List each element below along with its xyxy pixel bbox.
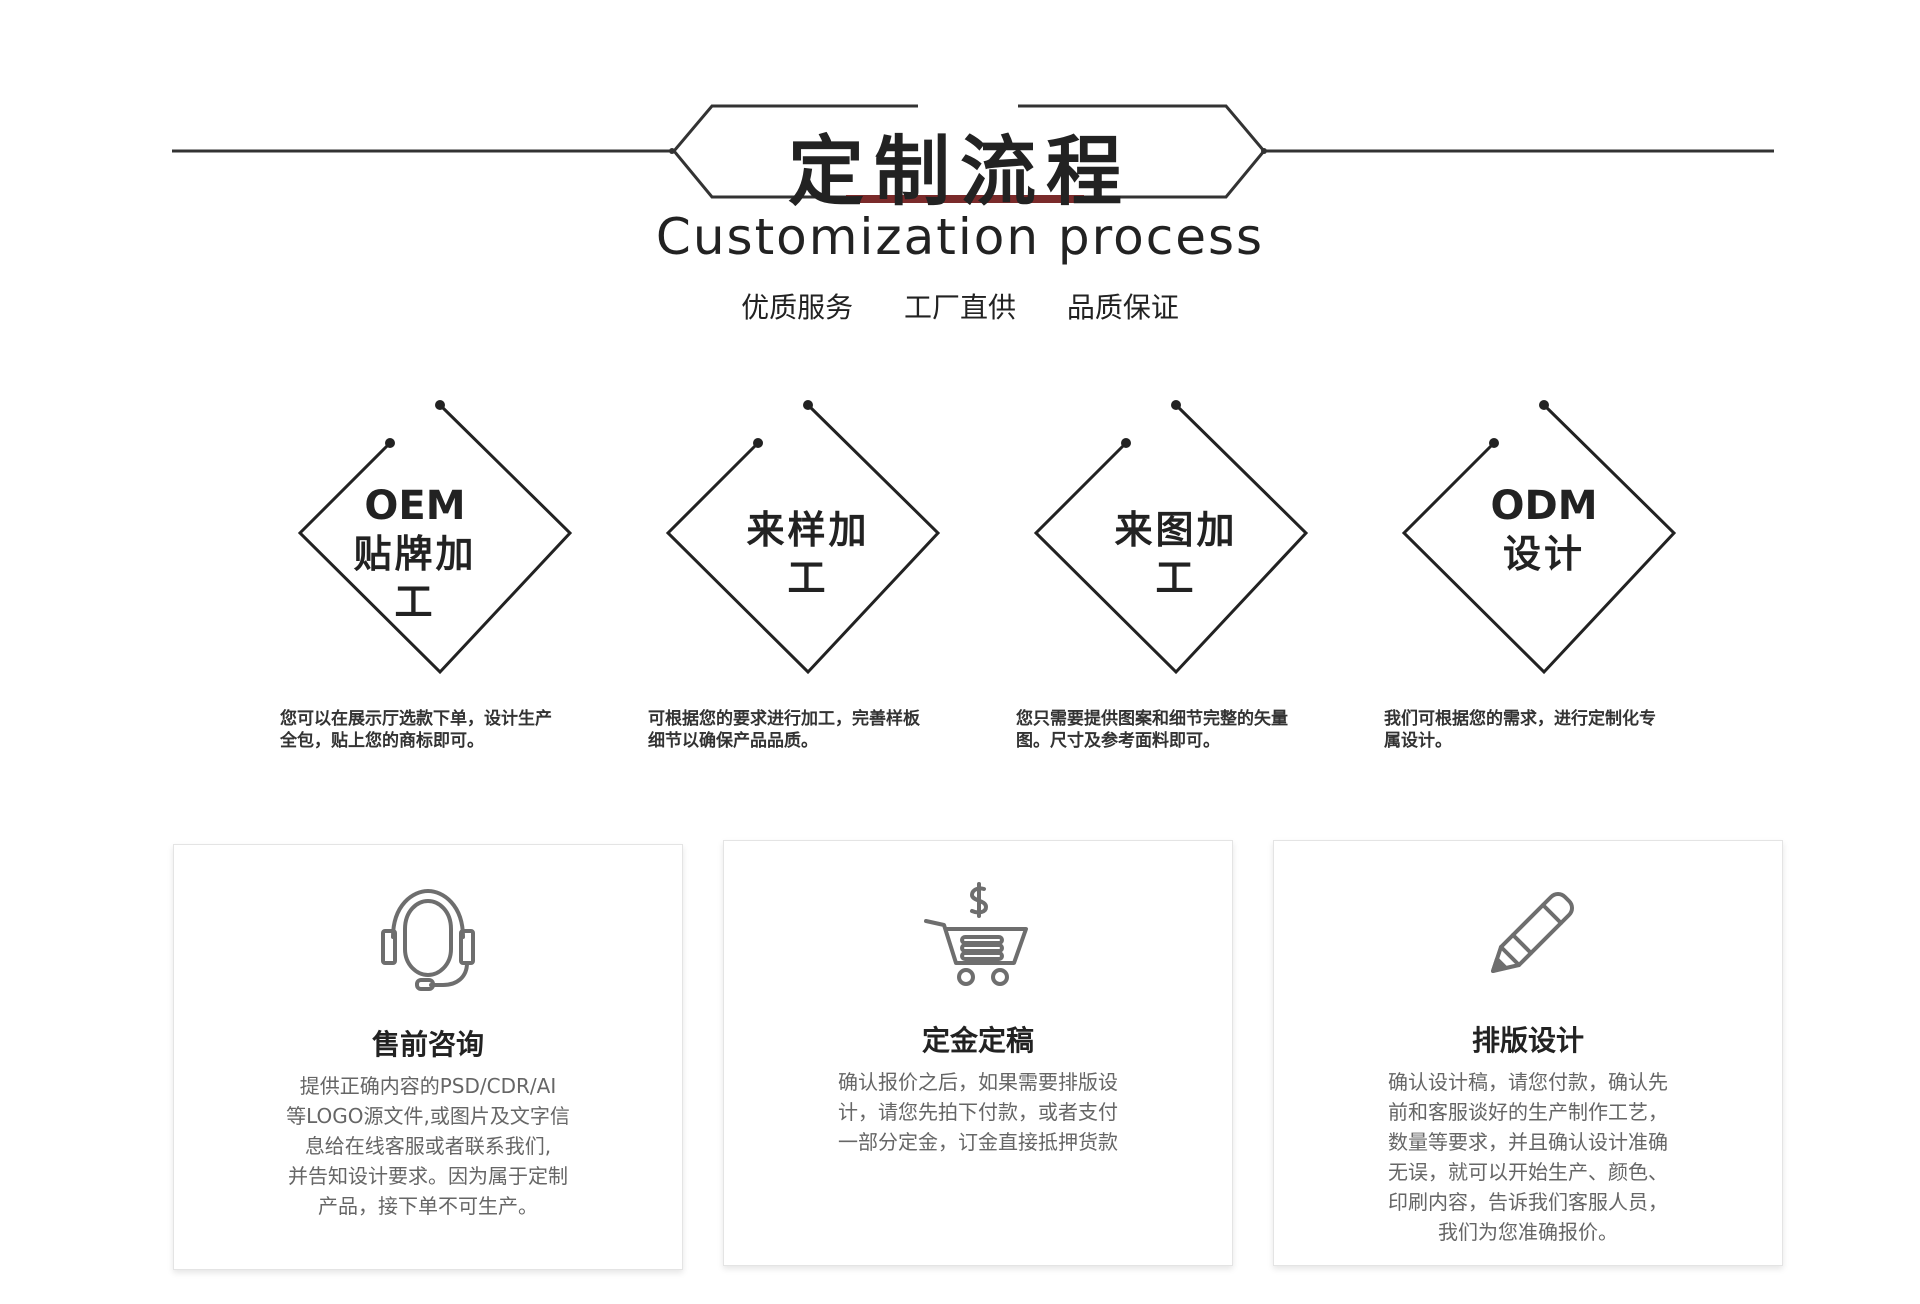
- step-title: 来图加工: [1101, 506, 1251, 602]
- step-sample-processing: 来样加工 可根据您的要求进行加工，完善样板 细节以确保产品品质。: [648, 390, 1028, 840]
- diamond-frame: [665, 400, 941, 675]
- tagline-item-service: 优质服务: [741, 291, 854, 324]
- page-subtitle: Customization process: [655, 208, 1265, 266]
- card-description: 提供正确内容的PSD/CDR/AI 等LOGO源文件,或图片及文字信 息给在线客…: [286, 1074, 570, 1218]
- diamond-frame: [297, 400, 573, 675]
- step-title-line1: OEM: [364, 483, 466, 529]
- step-title-line1: ODM: [1490, 483, 1598, 529]
- tagline-item-quality: 品质保证: [1066, 291, 1179, 324]
- step-title-line2: 贴牌加工: [353, 532, 477, 624]
- card-presale-consulting: 售前咨询 提供正确内容的PSD/CDR/AI 等LOGO源文件,或图片及文字信 …: [173, 844, 683, 1270]
- step-title-line2: 来样加工: [746, 508, 870, 600]
- diamond-frame: [1033, 400, 1309, 675]
- card-title: 定金定稿: [921, 1024, 1034, 1057]
- card-title: 售前咨询: [371, 1028, 484, 1061]
- step-title-line2: 设计: [1502, 532, 1585, 576]
- step-title: OEM 贴牌加工: [340, 482, 490, 626]
- card-deposit-finalize: 定金定稿 确认报价之后，如果需要排版设 计，请您先拍下付款，或者支付 一部分定金…: [723, 840, 1233, 1266]
- page-title: 定制流程: [788, 127, 1132, 216]
- step-oem: OEM 贴牌加工 您可以在展示厅选款下单，设计生产 全包，贴上您的商标即可。: [280, 390, 660, 840]
- step-description: 我们可根据您的需求，进行定制化专 属设计。: [1384, 709, 1656, 751]
- step-title: 来样加工: [733, 506, 883, 602]
- shopping-cart-dollar-icon: [724, 881, 1232, 1011]
- step-description: 您只需要提供图案和细节完整的矢量 图。尺寸及参考面料即可。: [1016, 709, 1288, 751]
- card-description: 确认设计稿，请您付款，确认先 前和客服谈好的生产制作工艺， 数量等要求，并且确认…: [1388, 1070, 1668, 1244]
- step-odm: ODM 设计 我们可根据您的需求，进行定制化专 属设计。: [1384, 390, 1764, 840]
- card-title: 排版设计: [1471, 1024, 1584, 1057]
- step-description: 可根据您的要求进行加工，完善样板 细节以确保产品品质。: [648, 709, 920, 751]
- card-layout-design: 排版设计 确认设计稿，请您付款，确认先 前和客服谈好的生产制作工艺， 数量等要求…: [1273, 840, 1783, 1266]
- headset-icon: [174, 885, 682, 1015]
- tagline-item-factory: 工厂直供: [903, 291, 1016, 324]
- step-drawing-processing: 来图加工 您只需要提供图案和细节完整的矢量 图。尺寸及参考面料即可。: [1016, 390, 1396, 840]
- pencil-icon: [1274, 881, 1782, 1011]
- step-title: ODM 设计: [1469, 482, 1619, 578]
- step-description: 您可以在展示厅选款下单，设计生产 全包，贴上您的商标即可。: [280, 709, 552, 751]
- diamond-frame: [1401, 400, 1677, 675]
- card-description: 确认报价之后，如果需要排版设 计，请您先拍下付款，或者支付 一部分定金，订金直接…: [838, 1070, 1118, 1154]
- header-ornament: [172, 104, 1774, 203]
- step-title-line2: 来图加工: [1114, 508, 1238, 600]
- tagline: 优质服务 工厂直供 品质保证: [0, 286, 1920, 326]
